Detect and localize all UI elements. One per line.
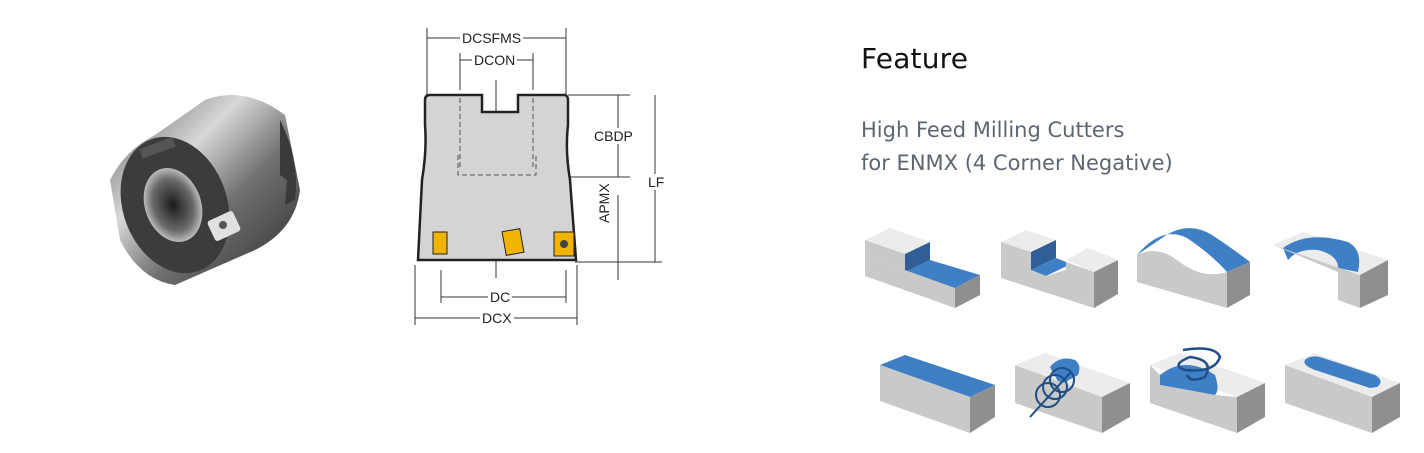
feature-description: High Feed Milling Cutters for ENMX (4 Co… [861,114,1173,180]
application-icons-grid [860,220,1405,440]
dim-label-dc: DC [488,289,513,305]
pocketing-icon [1280,345,1410,440]
feature-description-line2: for ENMX (4 Corner Negative) [861,151,1173,175]
dim-label-dcon: DCON [472,52,518,68]
helical-milling-icon [1010,345,1140,440]
dim-label-cbdp: CBDP [592,128,635,144]
helical-interpolation-icon [1145,345,1275,440]
dim-label-lf: LF [646,174,667,190]
dim-label-dcx: DCX [480,310,514,326]
slotting-icon [996,220,1126,315]
dim-label-apmx: APMX [596,181,612,225]
shoulder-milling-icon [860,220,990,315]
contour-milling-icon [1132,220,1262,315]
feature-heading: Feature [861,42,969,75]
product-photo [95,80,315,300]
dimension-drawing: DCSFMS DCON CBDP LF APMX DC DCX [400,20,680,340]
pocket-corner-milling-icon [1268,220,1398,315]
dim-label-dcsfms: DCSFMS [460,30,524,46]
face-milling-icon [875,345,1005,440]
feature-description-line1: High Feed Milling Cutters [861,118,1125,142]
